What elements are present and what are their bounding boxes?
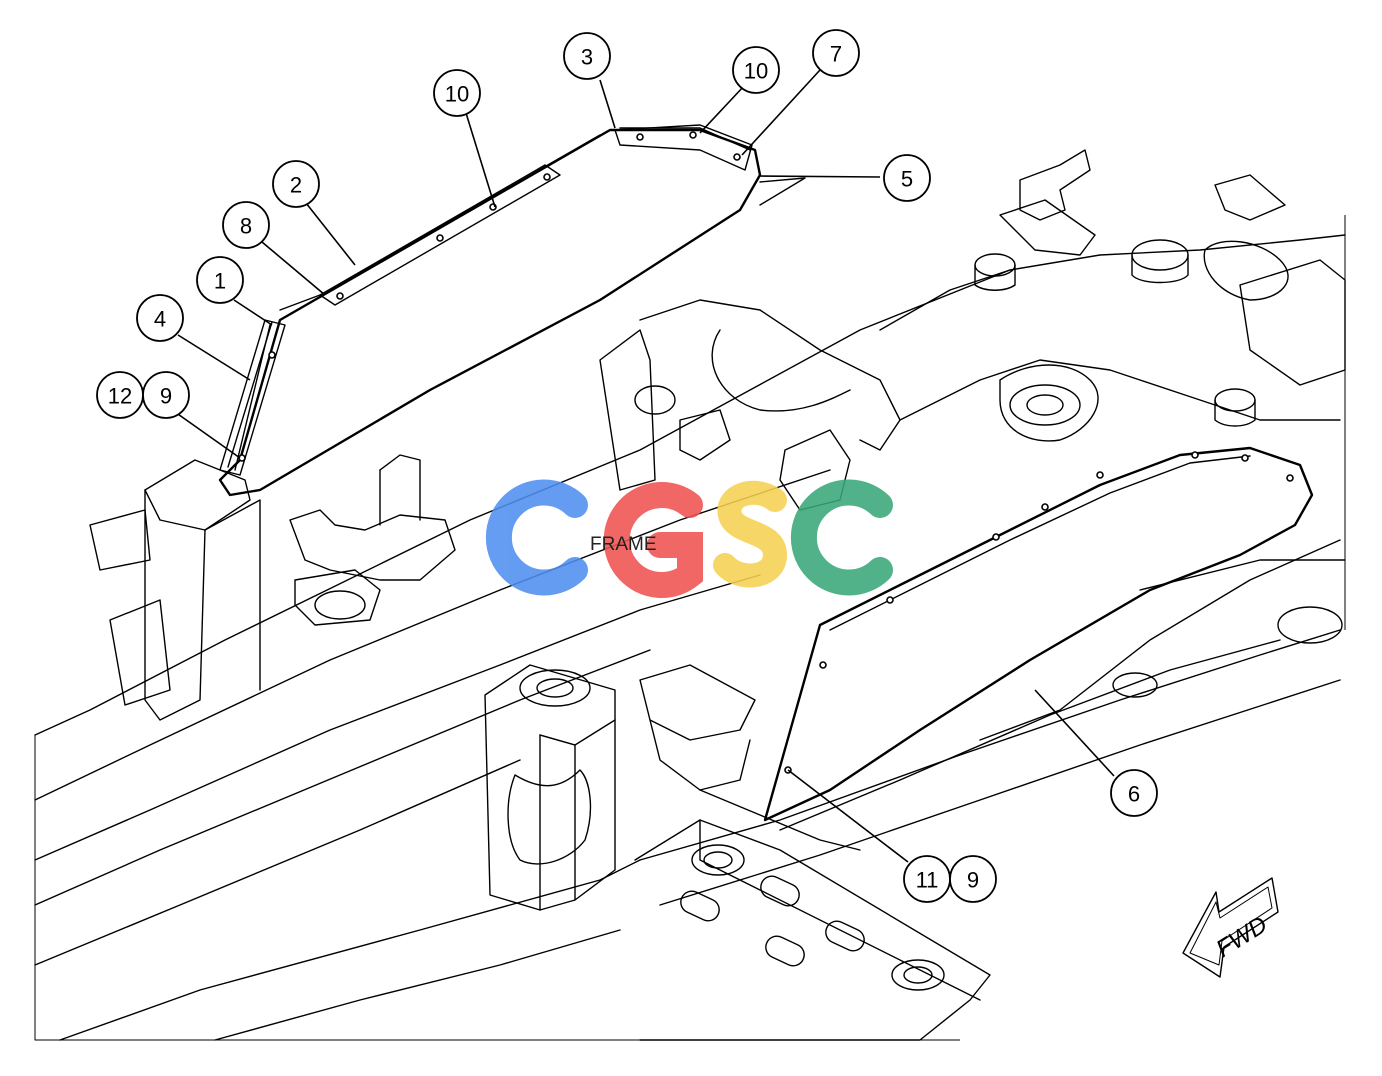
callout-5: 5	[883, 154, 931, 202]
svg-text:4: 4	[154, 307, 166, 332]
callout-9-right: 9	[949, 855, 997, 903]
svg-text:11: 11	[916, 868, 939, 893]
callout-11: 11	[903, 855, 951, 903]
watermark-logo	[485, 479, 893, 598]
watermark-letter-c2	[790, 479, 893, 596]
svg-text:FWD: FWD	[1211, 911, 1272, 963]
callout-7: 7	[812, 29, 860, 77]
main-frame-linework	[34, 149, 1346, 1041]
callout-1: 1	[196, 256, 244, 304]
svg-text:10: 10	[744, 59, 768, 84]
callout-3: 3	[563, 32, 611, 80]
svg-text:9: 9	[967, 868, 979, 893]
watermark-letter-g	[603, 482, 703, 598]
guard-strip-7	[614, 124, 806, 206]
svg-text:1: 1	[214, 269, 226, 294]
callout-8: 8	[222, 201, 270, 249]
svg-text:12: 12	[108, 384, 132, 409]
svg-text:6: 6	[1128, 782, 1140, 807]
watermark-letter-s	[713, 480, 788, 588]
svg-text:3: 3	[581, 45, 593, 70]
forward-direction-arrow: FWD	[1182, 877, 1279, 978]
callout-12: 12	[96, 371, 144, 419]
guard-strip-1-4	[219, 319, 286, 476]
callout-10-upper-right: 10	[732, 46, 780, 94]
svg-text:9: 9	[160, 384, 172, 409]
callout-6: 6	[1110, 769, 1158, 817]
frame-label: FRAME	[590, 534, 657, 555]
callout-leaders	[174, 69, 1115, 863]
callout-10-upper-left: 10	[433, 69, 481, 117]
svg-text:5: 5	[901, 167, 913, 192]
callout-4: 4	[136, 294, 184, 342]
svg-text:10: 10	[445, 82, 469, 107]
guard-plate-6	[763, 446, 1314, 822]
callout-2: 2	[272, 160, 320, 208]
svg-text:2: 2	[290, 173, 302, 198]
callout-9-left: 9	[142, 371, 190, 419]
svg-text:7: 7	[830, 42, 842, 67]
watermark-letter-c1	[485, 479, 588, 596]
guard-strip-2-8	[279, 134, 601, 311]
svg-text:8: 8	[240, 214, 252, 239]
arrow-left-icon	[1182, 877, 1279, 978]
